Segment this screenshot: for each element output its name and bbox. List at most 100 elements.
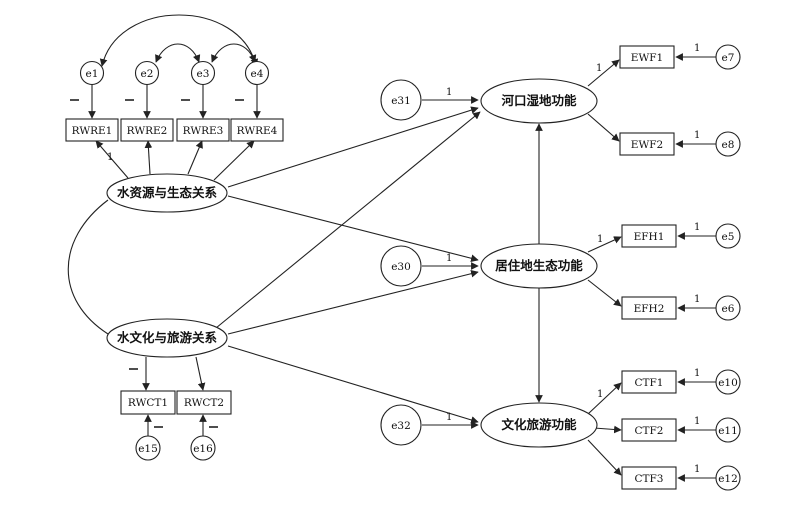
indicator-label-efh1: EFH1 [634,231,665,243]
cov-e2-e3 [155,43,201,63]
indicator-box-rwre4 [230,118,284,142]
error-label-e10: e10 [718,377,738,389]
error-circle-e6 [715,295,741,321]
error-circle-e30 [380,245,422,287]
indicator-box-rwct1 [120,390,176,415]
error-circle-e7 [715,44,741,70]
error-label-e6: e6 [722,303,735,315]
indicator-label-ewf2: EWF2 [631,139,663,151]
error-label-e8: e8 [722,139,735,151]
indicator-box-efh1 [621,224,677,248]
indicator-label-rwre3: RWRE3 [183,125,224,137]
error-label-e7: e7 [722,52,735,64]
error-label-e16: e16 [193,443,213,455]
error-circle-e31 [380,79,422,121]
indicator-label-rwre4: RWRE4 [237,125,278,137]
error-label-e3: e3 [197,68,210,80]
coef-e11: 1 [694,416,700,427]
indicator-box-ewf1 [619,45,675,69]
arrow-lat-rwre2 [144,140,153,175]
error-label-e4: e4 [251,68,264,80]
path-waterculture-estuary [215,111,481,329]
error-circle-e32 [380,404,422,446]
indicator-label-rwct1: RWCT1 [128,397,168,409]
indicator-box-rwre3 [176,118,230,142]
latent-culture-tour [480,402,598,448]
error-circle-e11 [715,417,741,443]
indicator-box-ctf2 [621,418,677,442]
coef-e7: 1 [694,43,700,54]
coef-e30: 1 [446,253,452,264]
latent-label-water-eco: 水资源与生态关系 [117,185,218,200]
error-circle-e15 [135,435,161,461]
error-circle-e4 [244,60,270,86]
indicator-label-ctf3: CTF3 [634,473,663,485]
indicator-label-rwre2: RWRE2 [127,125,168,137]
indicator-label-rwre1: RWRE1 [72,125,113,137]
arrow-culture-ctf2 [593,425,622,434]
indicator-box-rwre2 [120,118,174,142]
error-circle-e10 [715,369,741,395]
error-label-e1: e1 [86,68,99,80]
coef-e31: 1 [446,87,452,98]
error-label-e5: e5 [722,231,735,243]
error-label-e2: e2 [141,68,154,80]
error-circle-e2 [134,60,160,86]
arrow-culture-ctf3 [587,439,622,476]
error-circle-e1 [79,60,105,86]
coef-e8: 1 [694,130,700,141]
indicator-label-rwct2: RWCT2 [184,397,224,409]
arrow-lat-rwre4 [213,140,255,181]
coef-e5: 1 [694,222,700,233]
arrow-estuary-ewf2 [587,113,620,142]
error-label-e15: e15 [138,443,158,455]
path-waterculture-habitat [227,269,479,335]
indicator-label-ewf1: EWF1 [631,52,663,64]
arrow-lat-rwre1 [95,140,129,179]
latent-water-culture [106,318,228,358]
indicator-label-ctf2: CTF2 [634,425,663,437]
coef-efh1: 1 [597,234,603,245]
indicator-box-efh2 [621,296,677,320]
error-circle-e8 [715,131,741,157]
coef-e6: 1 [694,294,700,305]
coef-ctf1: 1 [597,389,603,400]
path-watereco-estuary [227,106,479,188]
latent-label-culture-tour: 文化旅游功能 [501,417,577,432]
indicator-box-ctf3 [621,466,677,490]
latent-label-habitat: 居住地生态功能 [495,258,583,273]
coef-e32: 1 [446,412,452,423]
indicator-box-ctf1 [621,370,677,394]
arrow-estuary-ewf1 [587,59,620,87]
error-label-e30: e30 [391,261,411,273]
error-circle-e12 [715,465,741,491]
latent-water-eco [106,173,228,213]
indicator-label-ctf1: CTF1 [634,377,663,389]
path-watereco-habitat [227,195,479,263]
cov-e1-e4 [99,14,259,67]
arrow-habitat-efh2 [587,279,622,307]
error-circle-e5 [715,223,741,249]
arrow-lat-rwre3 [187,140,203,175]
indicator-box-rwct2 [176,390,232,415]
latent-habitat [480,243,598,289]
arrow-lat-rwct2 [195,356,206,391]
indicator-box-ewf2 [619,132,675,156]
error-label-e32: e32 [391,420,411,432]
coef-ewf1: 1 [596,63,602,74]
arrow-habitat-efh1 [587,236,622,253]
error-label-e12: e12 [718,473,738,485]
error-label-e11: e11 [718,425,738,437]
path-waterculture-culture [227,345,479,424]
indicator-box-rwre1 [65,118,119,142]
latent-label-estuary: 河口湿地功能 [501,93,577,108]
error-circle-e3 [190,60,216,86]
error-circle-e16 [190,435,216,461]
coef-rwre1: 1 [107,152,113,163]
latent-estuary [480,78,598,124]
coef-e12: 1 [694,464,700,475]
cov-e3-e4 [211,43,257,63]
coef-e10: 1 [694,368,700,379]
